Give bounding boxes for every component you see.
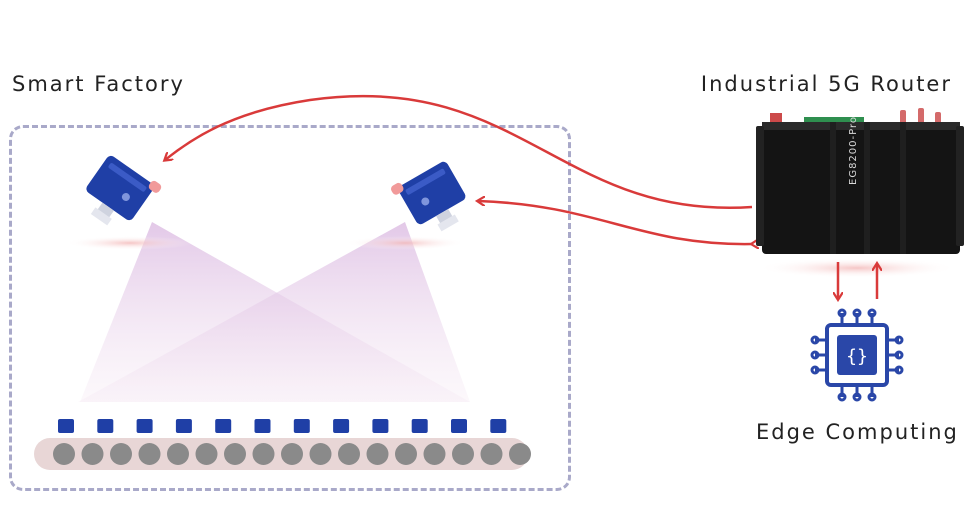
- chip-pin-end: [837, 308, 847, 318]
- package-box: [490, 419, 507, 433]
- router-label: Industrial 5G Router: [700, 72, 952, 96]
- conveyor-roller: [167, 443, 189, 465]
- package-box: [372, 419, 389, 433]
- conveyor-roller: [309, 443, 332, 465]
- package-box: [136, 419, 153, 433]
- edge-chip-icon: {}: [810, 308, 904, 402]
- conveyor-packages: [58, 419, 507, 433]
- arrow-router-to-left-camera: [165, 94, 753, 210]
- smart-factory-zone: [9, 125, 571, 491]
- conveyor-roller: [224, 443, 246, 465]
- router-device-icon: [756, 108, 964, 278]
- package-box: [215, 419, 232, 433]
- chip-pin-end: [810, 365, 820, 375]
- package-box: [411, 419, 428, 433]
- package-box: [58, 419, 74, 433]
- chip-pin-end: [867, 308, 877, 318]
- conveyor-roller: [452, 443, 474, 465]
- conveyor-roller: [81, 443, 104, 465]
- conveyor-roller: [281, 443, 303, 465]
- router-model-text: EG8200-Pro: [848, 116, 859, 185]
- conveyor-roller: [366, 443, 389, 465]
- conveyor-roller: [195, 443, 218, 465]
- conveyor-roller: [138, 443, 161, 465]
- chip-pin-end: [810, 335, 820, 345]
- chip-pin-end: [852, 392, 862, 402]
- conveyor-roller: [423, 443, 446, 465]
- conveyor-roller: [53, 443, 75, 465]
- svg-text:{}: {}: [846, 346, 868, 367]
- chip-pin-end: [894, 335, 904, 345]
- conveyor-roller: [252, 443, 275, 465]
- chip-pin-end: [894, 350, 904, 360]
- package-box: [451, 419, 467, 433]
- left-camera-glow: [65, 236, 195, 250]
- left-camera-icon: [86, 155, 162, 226]
- conveyor-roller: [110, 443, 132, 465]
- chip-pin-end: [837, 392, 847, 402]
- chip-pin-end: [867, 392, 877, 402]
- chip-pin-end: [810, 350, 820, 360]
- package-box: [175, 419, 192, 433]
- right-camera-beam: [78, 222, 470, 402]
- arrow-router-to-right-camera: [478, 201, 752, 244]
- right-camera-glow: [345, 236, 465, 250]
- chip-pin-end: [852, 308, 862, 318]
- package-box: [254, 419, 271, 433]
- conveyor-roller: [395, 443, 417, 465]
- conveyor-roller: [338, 443, 360, 465]
- package-box: [333, 419, 350, 433]
- chip-pin-end: [894, 365, 904, 375]
- conveyor-roller: [509, 443, 531, 465]
- package-box: [293, 419, 310, 433]
- package-box: [97, 419, 114, 433]
- conveyor-roller: [480, 443, 503, 465]
- right-camera-icon: [391, 161, 466, 232]
- conveyor-rollers: [53, 443, 531, 465]
- edge-computing-label: Edge Computing: [756, 420, 959, 444]
- smart-factory-label: Smart Factory: [12, 72, 185, 96]
